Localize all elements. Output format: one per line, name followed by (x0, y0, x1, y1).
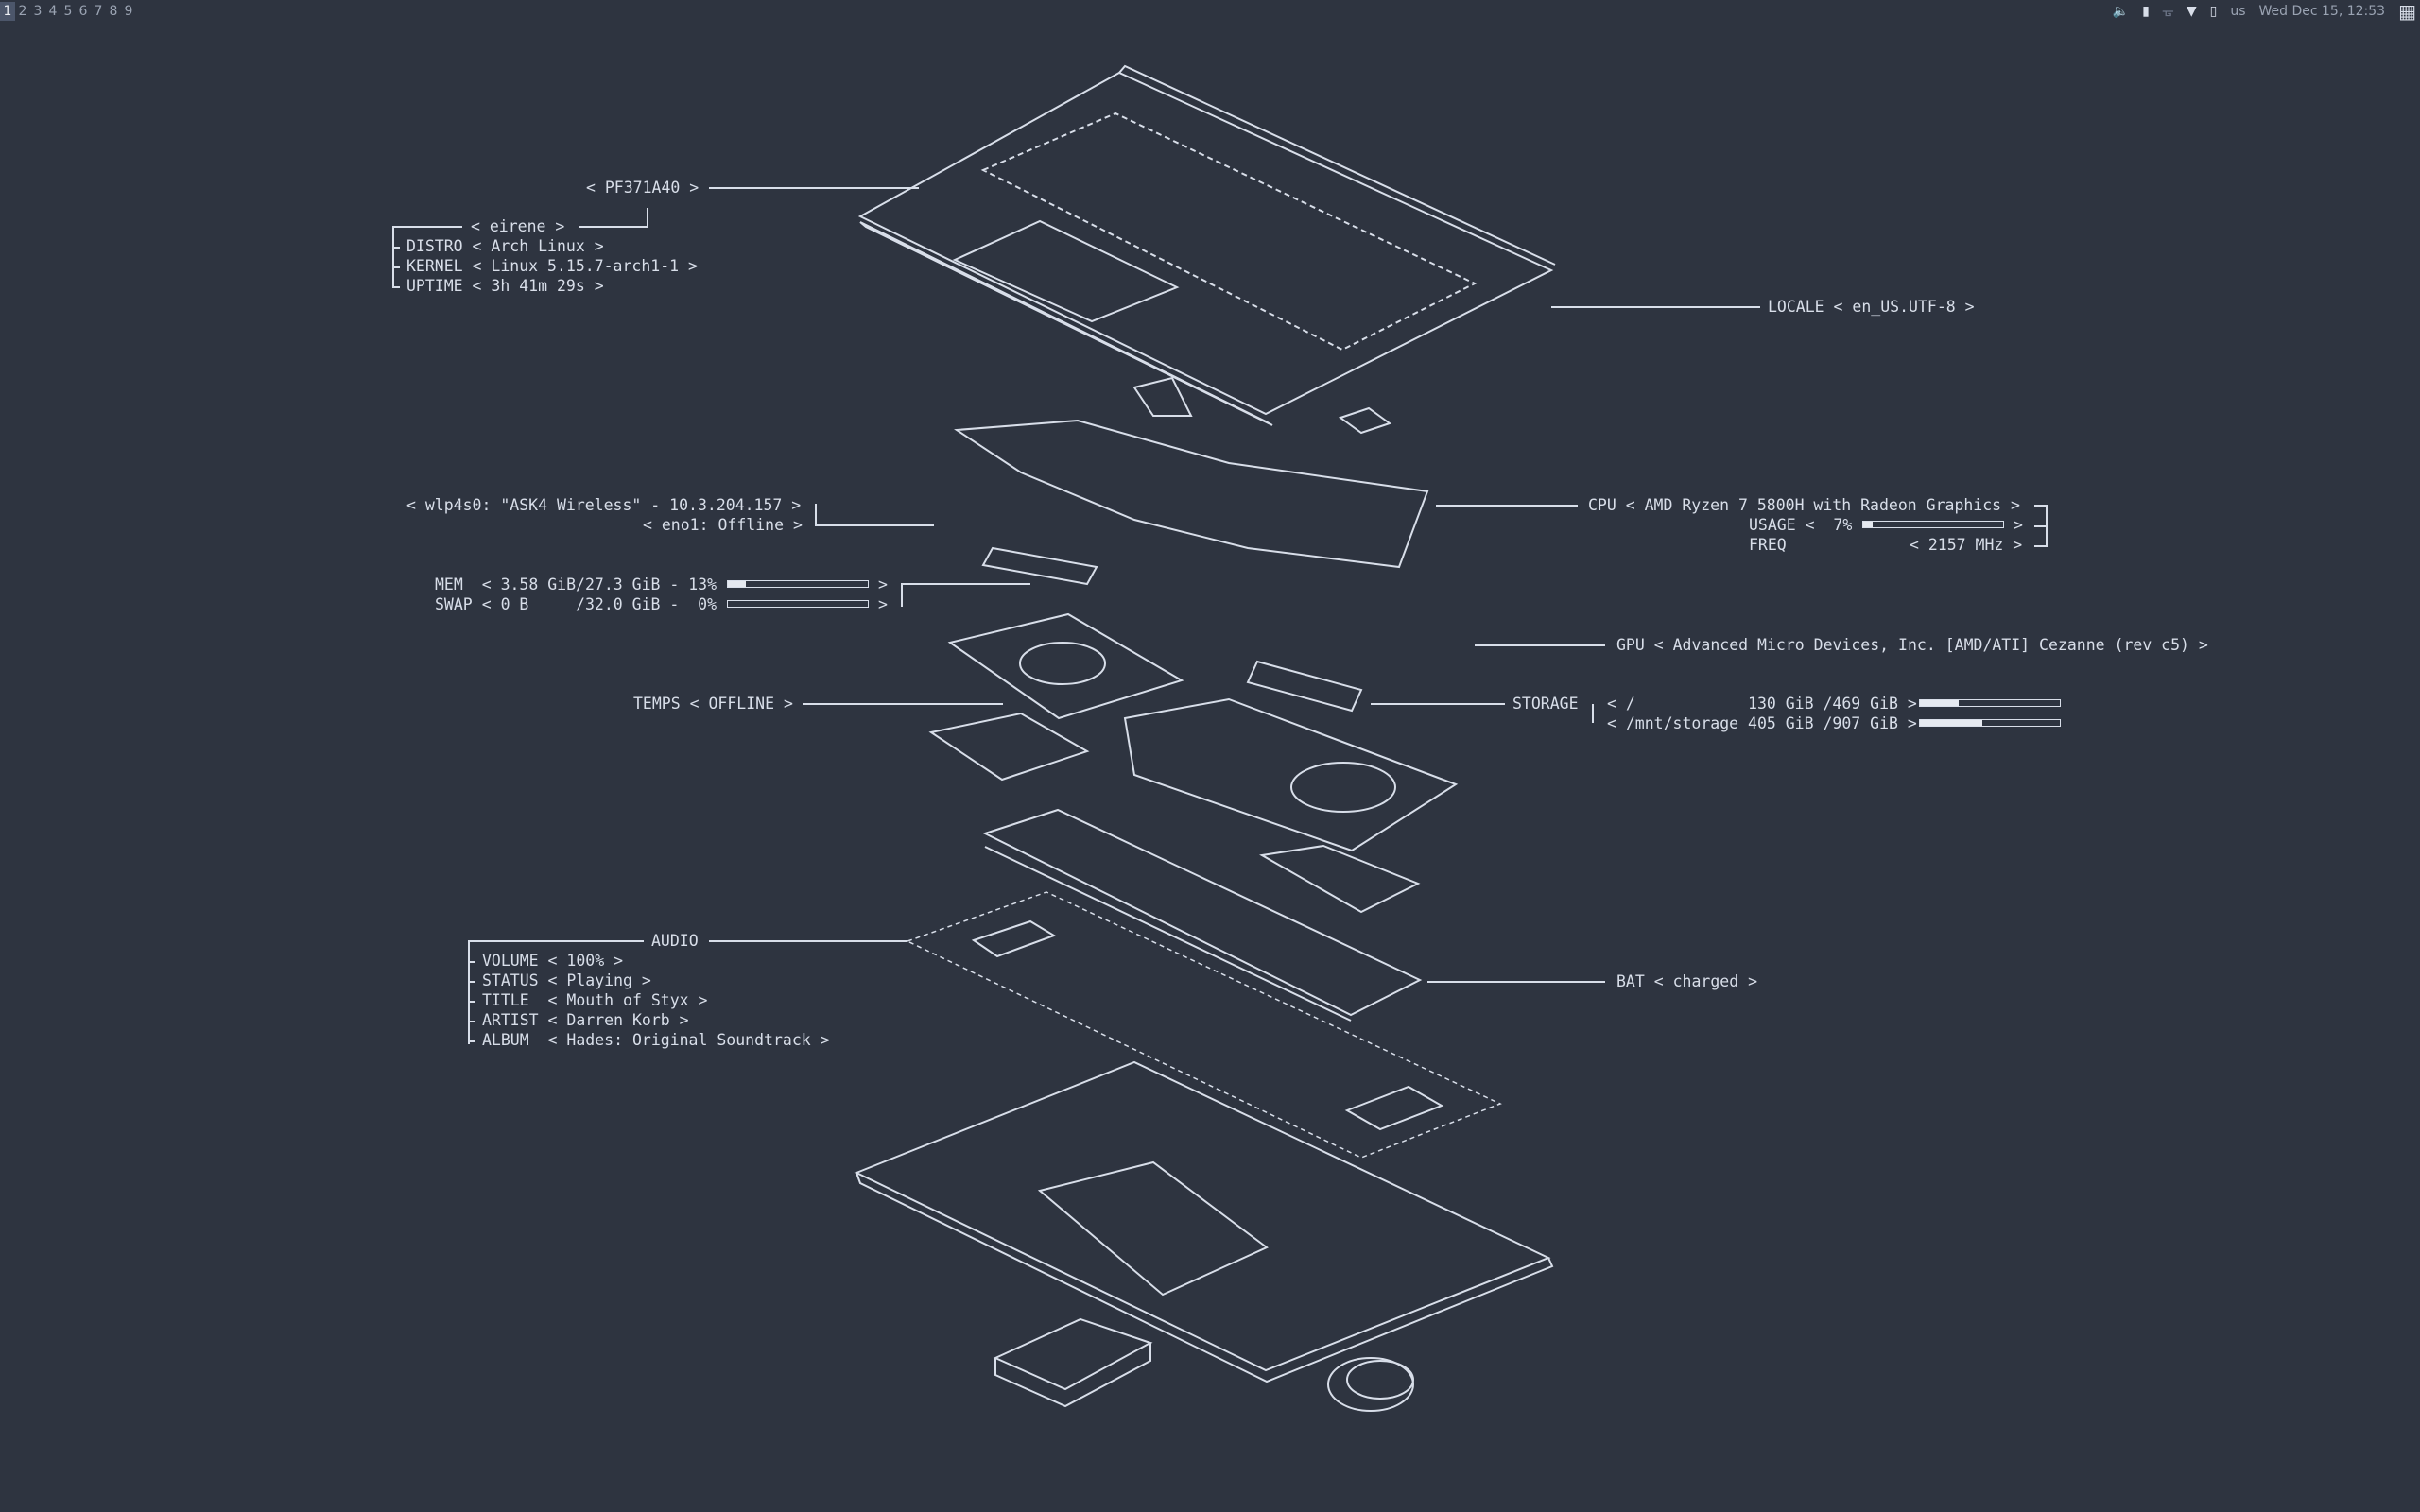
workspace-9[interactable]: 9 (124, 4, 133, 19)
hostname: eirene (471, 216, 564, 236)
host-row-distro: DISTRO Arch Linux (406, 236, 604, 256)
connector-line (1371, 703, 1505, 705)
bluetooth-icon[interactable]: ᚗ (2162, 4, 2173, 19)
cpu-freq-value: 2157 MHz (1910, 535, 2022, 555)
battery (982, 808, 1423, 1022)
cpu-row: CPU AMD Ryzen 7 5800H with Radeon Graphi… (1588, 495, 2020, 515)
charger (993, 1317, 1414, 1412)
motherboard (954, 376, 1429, 713)
storage-root-bar (1919, 699, 2061, 707)
mem-progress-bar (727, 580, 869, 588)
connector-line (392, 226, 462, 228)
workspace-5[interactable]: 5 (63, 4, 73, 19)
connector-line (1436, 505, 1578, 507)
connector-line (709, 187, 919, 189)
system-tray: 🔈 ▮ ᚗ ▼ ▯ us Wed Dec 15, 12:53 ▦ (2113, 0, 2420, 23)
bottom-case (854, 1060, 1554, 1383)
connector-line (901, 583, 1030, 585)
tree-tick (392, 286, 400, 288)
ethernet-status: eno1: Offline (643, 515, 803, 535)
tree-bracket (392, 226, 394, 288)
tree-tick (468, 1001, 475, 1003)
connector-line (1475, 644, 1605, 646)
storage-mount-storage: /mnt/storage 405 GiB /907 GiB (1607, 713, 1917, 733)
tree-bracket (901, 584, 903, 607)
storage-label: STORAGE (1512, 695, 1579, 713)
tree-tick (468, 961, 475, 963)
connector-line (1427, 981, 1605, 983)
workspace-6[interactable]: 6 (78, 4, 88, 19)
storage-mount-root: / 130 GiB /469 GiB (1607, 694, 1917, 713)
connector-line (815, 504, 817, 526)
connector-line (468, 940, 644, 942)
cpu-freq-label: FREQ (1749, 536, 1787, 554)
cpu-usage-row: USAGE < 7% (1749, 516, 1853, 534)
connector-line (709, 940, 908, 942)
connector-line (803, 703, 1003, 705)
temps-row: TEMPS OFFLINE (633, 694, 793, 713)
clock[interactable]: Wed Dec 15, 12:53 (2258, 4, 2386, 19)
gpu-row: GPU Advanced Micro Devices, Inc. [AMD/AT… (1616, 635, 2208, 655)
cpu-usage-bar (1862, 521, 2004, 528)
battery-row: BAT charged (1616, 971, 1757, 991)
storage-mnt-bar (1919, 719, 2061, 727)
phone-icon[interactable]: ▯ (2209, 4, 2218, 19)
tree-tick (392, 247, 400, 249)
tree-tick (392, 266, 400, 268)
tree-tick (468, 1021, 475, 1022)
host-model: PF371A40 (586, 178, 699, 198)
audio-row-status: STATUS Playing (482, 971, 651, 990)
cooling-assembly (928, 612, 1459, 914)
audio-label: AUDIO (651, 932, 699, 950)
keyboard-layout[interactable]: us (2230, 4, 2246, 19)
connector-line (815, 524, 934, 526)
tree-tick (468, 981, 475, 983)
connector-line (2034, 545, 2048, 547)
connector-line (647, 208, 648, 227)
swap-progress-bar (727, 600, 869, 608)
volume-icon[interactable]: 🔈 (2112, 4, 2130, 19)
wifi-icon[interactable]: ▼ (2186, 4, 2197, 19)
battery-charging-icon[interactable]: ▮ (2142, 4, 2150, 19)
swap-row: SWAP < 0 B /32.0 GiB - 0% (435, 595, 717, 613)
keyboard-deck (857, 64, 1556, 426)
host-row-uptime: UPTIME 3h 41m 29s (406, 276, 604, 296)
workspace-1[interactable]: 1 (0, 2, 15, 21)
speakers (906, 891, 1502, 1159)
workspace-4[interactable]: 4 (48, 4, 58, 19)
connector-line (2034, 505, 2048, 507)
tree-tick (468, 1040, 475, 1042)
connector-line (2034, 525, 2048, 527)
tree-bracket (2046, 505, 2048, 547)
audio-row-volume: VOLUME 100% (482, 951, 623, 971)
locale-info: LOCALE en_US.UTF-8 (1768, 297, 1975, 317)
wifi-status: wlp4s0: "ASK4 Wireless" - 10.3.204.157 (406, 495, 801, 515)
audio-row-title: TITLE Mouth of Styx (482, 990, 707, 1010)
workspace-3[interactable]: 3 (33, 4, 43, 19)
connector-line (579, 226, 648, 228)
workspace-7[interactable]: 7 (94, 4, 103, 19)
audio-row-album: ALBUM Hades: Original Soundtrack (482, 1030, 830, 1050)
connector-line (1551, 306, 1760, 308)
mem-row: MEM < 3.58 GiB/27.3 GiB - 13% (435, 576, 717, 593)
workspace-2[interactable]: 2 (18, 4, 27, 19)
locale-value: en_US.UTF-8 (1834, 298, 1975, 316)
workspace-8[interactable]: 8 (109, 4, 118, 19)
audio-row-artist: ARTIST Darren Korb (482, 1010, 689, 1030)
host-row-kernel: KERNEL Linux 5.15.7-arch1-1 (406, 256, 698, 276)
layout-grid-icon[interactable]: ▦ (2398, 0, 2416, 23)
tree-bracket (468, 940, 470, 1044)
tree-bracket (1592, 704, 1594, 723)
